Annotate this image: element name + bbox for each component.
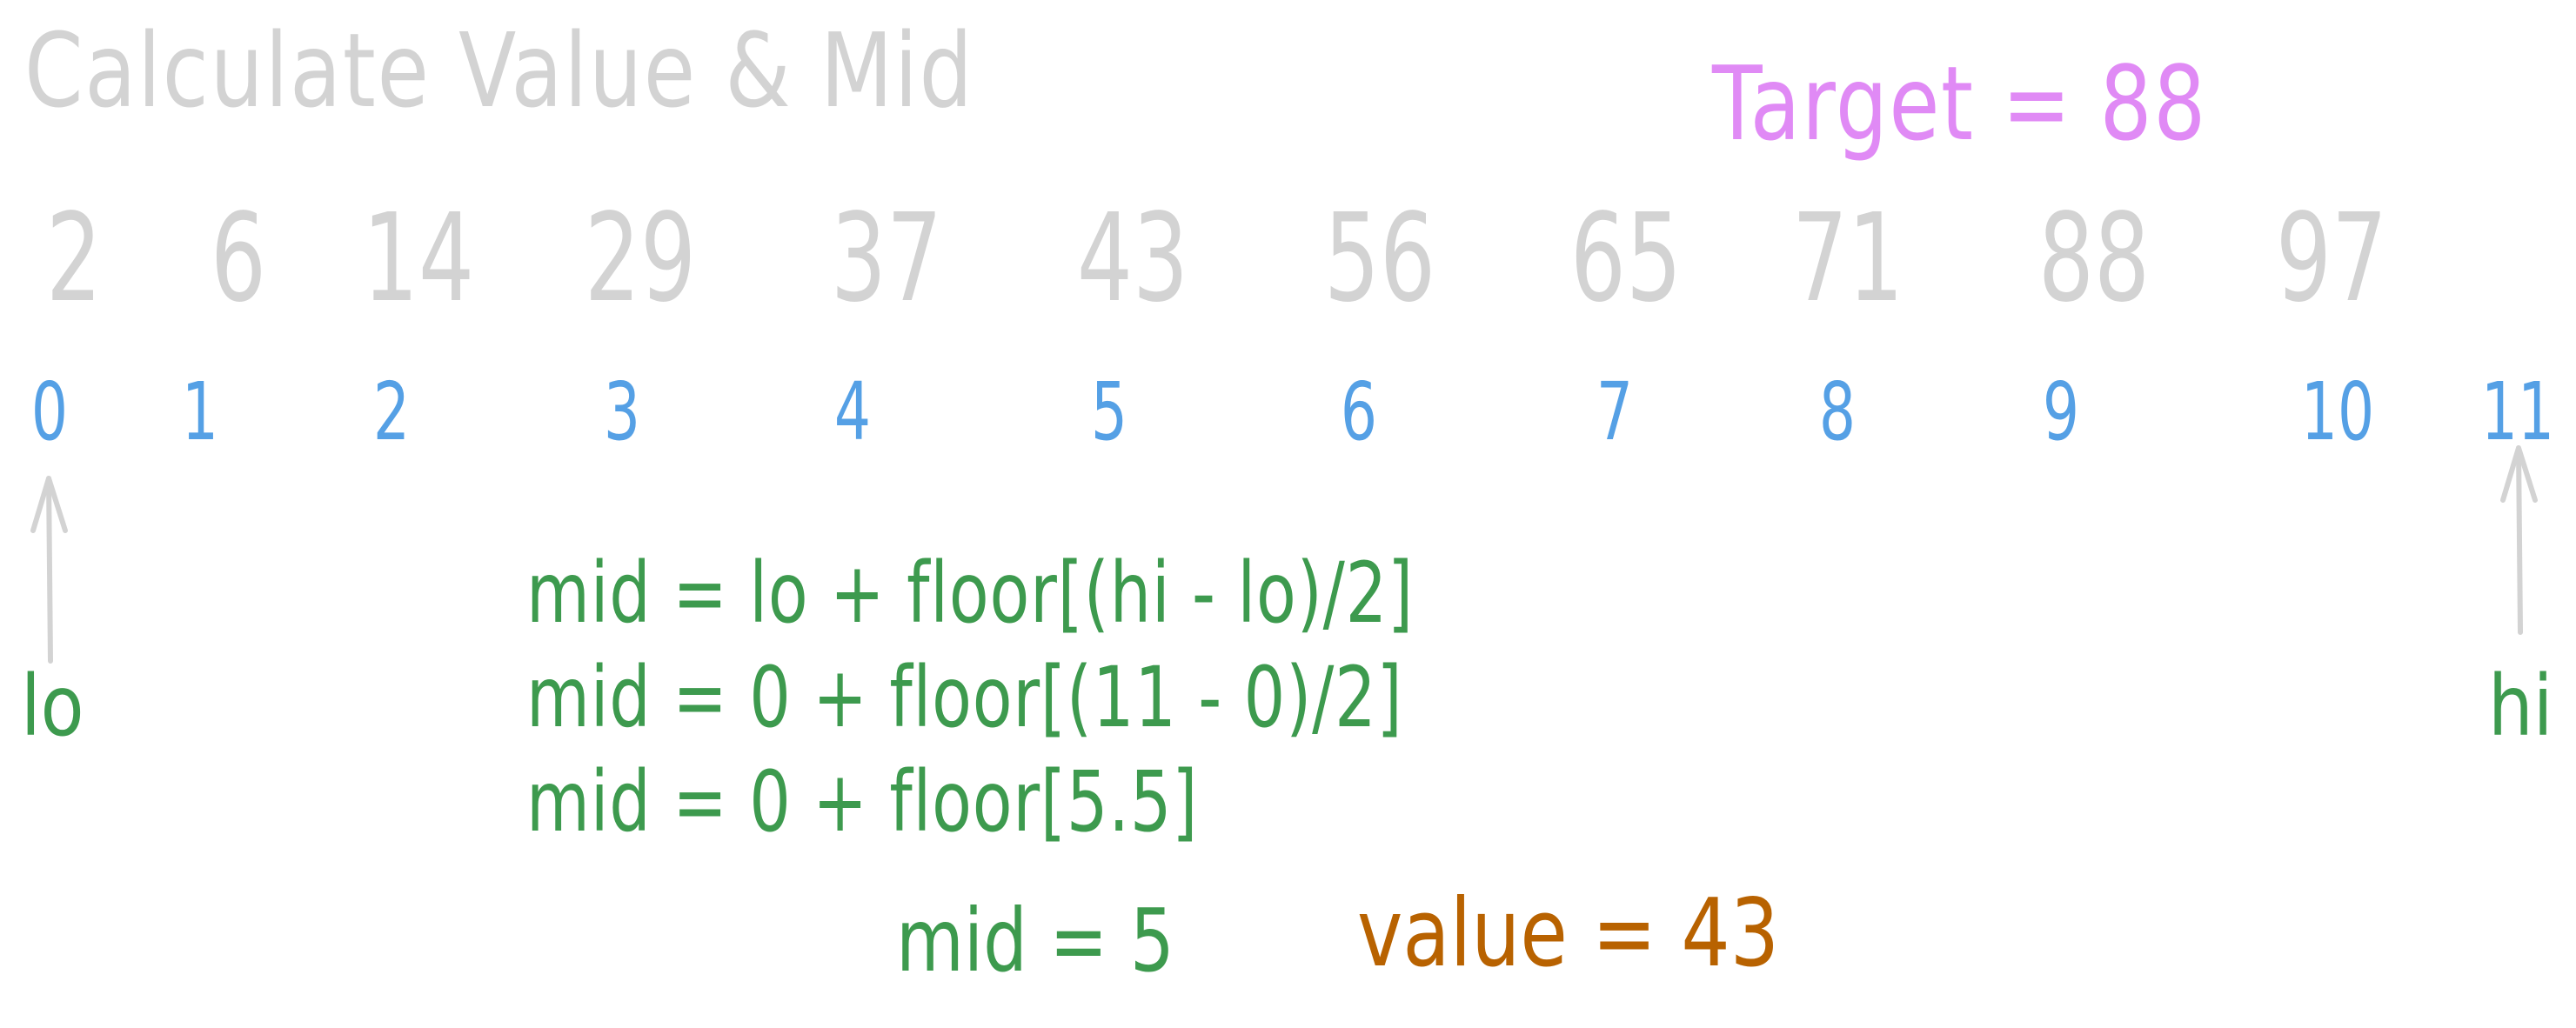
array-index: 0 bbox=[30, 365, 69, 458]
array-index: 11 bbox=[2480, 365, 2555, 458]
mid-result: mid = 5 bbox=[896, 890, 1174, 991]
array-index: 8 bbox=[1818, 365, 1857, 458]
array-value: 37 bbox=[830, 188, 943, 330]
array-value: 65 bbox=[1569, 188, 1683, 330]
array-value: 43 bbox=[1076, 188, 1189, 330]
array-index: 10 bbox=[2300, 365, 2375, 458]
array-index: 9 bbox=[2042, 365, 2080, 458]
array-index: 7 bbox=[1596, 365, 1634, 458]
value-result: value = 43 bbox=[1357, 879, 1780, 988]
array-index: 1 bbox=[181, 365, 219, 458]
array-value: 97 bbox=[2275, 188, 2388, 330]
array-index: 3 bbox=[603, 365, 641, 458]
array-index: 6 bbox=[1340, 365, 1378, 458]
array-value: 2 bbox=[45, 188, 103, 330]
diagram-title: Calculate Value & Mid bbox=[24, 10, 974, 130]
hi-arrow-icon bbox=[2500, 445, 2538, 635]
formula-line-2: mid = 0 + floor[(11 - 0)/2] bbox=[526, 649, 1403, 746]
array-value: 6 bbox=[210, 188, 267, 330]
target-label: Target = 88 bbox=[1712, 43, 2207, 164]
array-index: 5 bbox=[1090, 365, 1128, 458]
hi-pointer-label: hi bbox=[2488, 658, 2553, 755]
array-value: 88 bbox=[2037, 188, 2151, 330]
formula-line-3: mid = 0 + floor[5.5] bbox=[526, 753, 1199, 851]
array-index: 4 bbox=[833, 365, 872, 458]
array-value: 14 bbox=[362, 188, 475, 330]
lo-pointer-label: lo bbox=[21, 658, 84, 755]
array-value: 29 bbox=[584, 188, 697, 330]
array-value: 71 bbox=[1791, 188, 1904, 330]
formula-line-1: mid = lo + floor[(hi - lo)/2] bbox=[526, 544, 1415, 642]
lo-arrow-icon bbox=[30, 476, 68, 664]
array-value: 56 bbox=[1323, 188, 1436, 330]
array-index: 2 bbox=[372, 365, 411, 458]
